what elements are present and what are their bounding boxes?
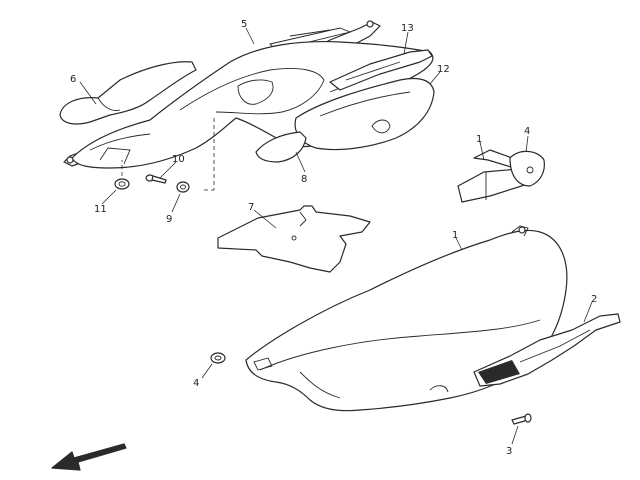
callout-4-lower: 4 xyxy=(193,378,199,389)
callout-5: 5 xyxy=(241,19,247,30)
callout-2: 2 xyxy=(591,294,597,305)
part-3-screw xyxy=(511,413,532,425)
callout-12: 12 xyxy=(437,64,450,75)
part-2-emblem-strip xyxy=(473,313,621,387)
part-4-grommet-upper xyxy=(509,150,545,187)
part-4-grommet-lower xyxy=(210,352,226,364)
part-13-strip xyxy=(329,49,433,91)
fastener-9-nut xyxy=(176,181,190,193)
callout-10: 10 xyxy=(172,154,185,165)
part-12-panel xyxy=(294,77,435,151)
callout-8: 8 xyxy=(301,174,307,185)
fastener-11-grommet xyxy=(114,178,130,190)
part-6-pad xyxy=(59,61,197,125)
callout-9: 9 xyxy=(166,214,172,225)
fastener-10-screw xyxy=(145,174,167,184)
callout-1-upper: 1 xyxy=(476,134,482,145)
callout-4-upper: 4 xyxy=(524,126,530,137)
front-direction-arrow-icon xyxy=(51,443,127,471)
callout-6: 6 xyxy=(70,74,76,85)
part-7-plate xyxy=(217,205,371,273)
callout-11: 11 xyxy=(94,204,107,215)
part-8-emblem xyxy=(255,131,307,163)
callout-1-lower: 1 xyxy=(452,230,458,241)
callout-3: 3 xyxy=(506,446,512,457)
callout-13: 13 xyxy=(401,23,414,34)
callout-7: 7 xyxy=(248,202,254,213)
